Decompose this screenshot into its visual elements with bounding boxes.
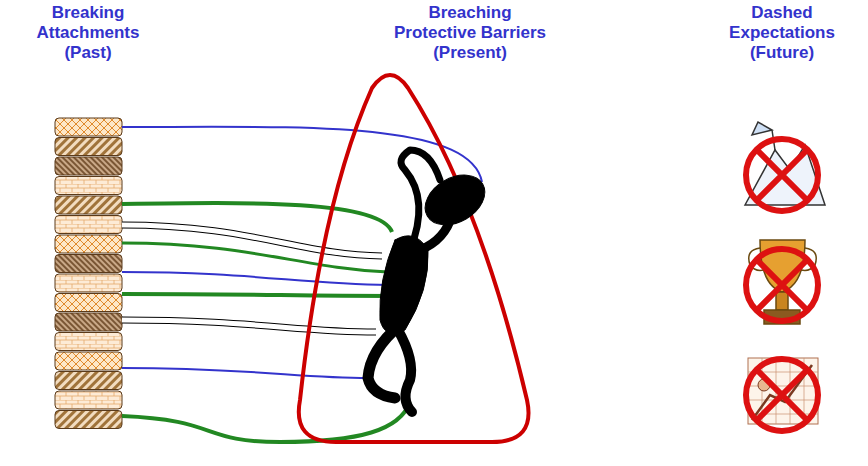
protective-barrier xyxy=(299,75,529,442)
distressed-figure xyxy=(368,150,494,412)
column-heading: Breaching Protective Barriers (Present) xyxy=(390,3,550,63)
prohibition-signs xyxy=(746,139,818,431)
column-heading: Breaking Attachments (Past) xyxy=(23,3,153,63)
brick-column xyxy=(55,118,122,429)
column-heading: Dashed Expectations (Future) xyxy=(717,3,847,63)
